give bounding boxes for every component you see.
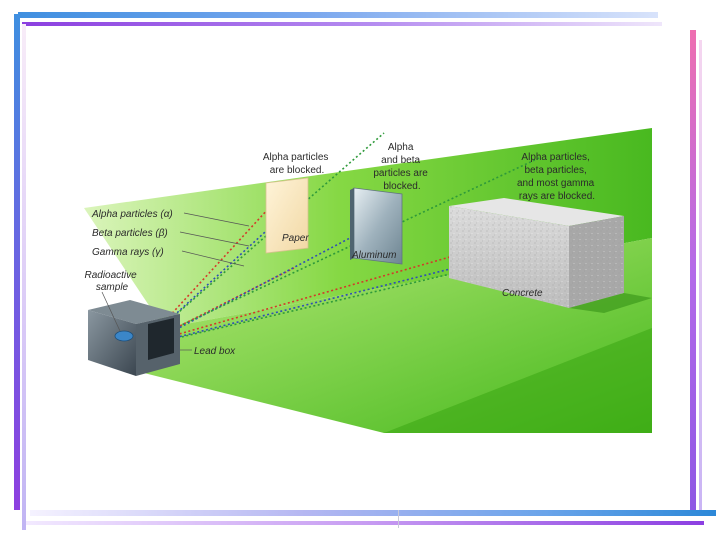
beta-rays bbox=[153, 209, 495, 343]
alpha-ray bbox=[157, 252, 465, 341]
leader-beta bbox=[179, 231, 250, 247]
label-concrete: Concrete bbox=[502, 288, 543, 299]
label-alpha-beta-gamma-line: and most gamma bbox=[517, 178, 595, 189]
label-lead-box: Lead box bbox=[194, 346, 236, 357]
label-ray-alpha: Alpha particles (α) bbox=[91, 209, 173, 220]
beta-ray bbox=[157, 257, 495, 343]
label-alpha-beta-gamma-line: Alpha particles, bbox=[521, 152, 589, 163]
right-accent-bar bbox=[690, 30, 696, 516]
bottom-divider bbox=[398, 510, 399, 528]
paper-sheet bbox=[265, 177, 309, 254]
lead-box-top bbox=[88, 300, 180, 324]
leader-alpha bbox=[183, 212, 250, 227]
label-sample: Radioactive sample bbox=[84, 270, 139, 293]
top-accent-bar bbox=[18, 12, 658, 18]
label-paper: Paper bbox=[282, 233, 309, 244]
label-alpha-beta: Alpha and beta particles are blocked. bbox=[373, 142, 430, 192]
right-accent-bar-secondary bbox=[699, 40, 702, 516]
label-sample-line: Radioactive bbox=[84, 270, 137, 281]
label-alpha-beta-line: particles are bbox=[373, 168, 428, 179]
concrete-block-top bbox=[449, 198, 624, 226]
label-alpha-paper-line: Alpha particles bbox=[263, 152, 329, 163]
gamma-rays bbox=[155, 132, 605, 343]
leader-lines bbox=[101, 212, 250, 351]
left-accent-bar bbox=[14, 14, 20, 510]
leader-gamma bbox=[181, 250, 245, 267]
radioactive-sample-icon bbox=[114, 330, 134, 342]
beta-ray bbox=[153, 209, 290, 335]
label-sample-line: sample bbox=[96, 282, 129, 293]
concrete-block-side-texture bbox=[569, 216, 624, 308]
bottom-accent-bar-secondary bbox=[26, 521, 704, 525]
lead-box-opening bbox=[148, 318, 174, 360]
label-alpha-beta-gamma: Alpha particles, beta particles, and mos… bbox=[517, 152, 597, 202]
top-accent-bar-secondary bbox=[22, 22, 662, 26]
lead-box-front bbox=[88, 310, 136, 376]
concrete-block-texture bbox=[449, 206, 569, 308]
left-accent-bar-secondary bbox=[22, 24, 26, 530]
label-alpha-paper-line: are blocked. bbox=[270, 165, 324, 176]
gamma-ray bbox=[155, 132, 385, 333]
label-alpha-beta-gamma-line: rays are blocked. bbox=[519, 191, 595, 202]
label-alpha-beta-line: blocked. bbox=[383, 181, 420, 192]
aluminum-sheet-edge bbox=[350, 188, 354, 260]
diagram-canvas: Alpha particles are blocked. Alpha and b… bbox=[84, 128, 652, 433]
radiation-penetration-diagram: Alpha particles are blocked. Alpha and b… bbox=[84, 128, 652, 433]
label-alpha-beta-line: Alpha bbox=[388, 142, 414, 153]
beam-ground-shade bbox=[384, 328, 652, 433]
leader-sample bbox=[101, 291, 121, 332]
label-ray-beta: Beta particles (β) bbox=[92, 228, 168, 239]
label-aluminum: Aluminum bbox=[351, 250, 396, 261]
label-alpha-paper: Alpha particles are blocked. bbox=[263, 152, 331, 176]
bottom-accent-bar bbox=[30, 510, 716, 516]
label-alpha-beta-line: and beta bbox=[381, 155, 420, 166]
concrete-shadow bbox=[569, 293, 652, 313]
label-alpha-beta-gamma-line: beta particles, bbox=[524, 165, 586, 176]
label-ray-gamma: Gamma rays (γ) bbox=[92, 247, 164, 258]
